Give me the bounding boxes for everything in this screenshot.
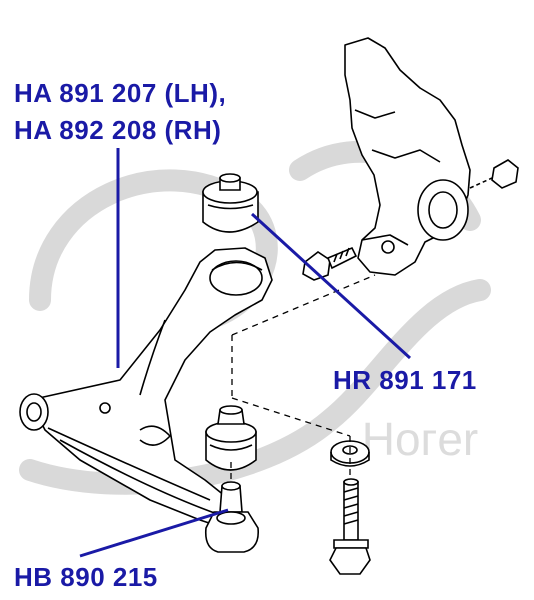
knuckle-bolt xyxy=(302,246,358,281)
label-ball-joint: HB 890 215 xyxy=(14,562,158,592)
lower-bolt xyxy=(329,478,371,575)
ball-joint-part xyxy=(204,481,260,553)
lower-control-arm xyxy=(29,247,273,531)
label-rear-bushing: HR 891 171 xyxy=(333,365,477,395)
front-bushing xyxy=(19,393,49,431)
steering-knuckle xyxy=(344,37,471,276)
leader-lines xyxy=(79,148,412,558)
rear-bushing-part xyxy=(202,173,259,233)
label-control-arm-rh: HA 892 208 (RH) xyxy=(14,115,222,145)
knuckle-nut xyxy=(469,159,519,189)
label-control-arm-lh: HA 891 207 (LH), xyxy=(14,78,227,108)
ball-joint-boot xyxy=(205,405,257,471)
leader-ball-joint xyxy=(79,508,229,558)
watermark-text: Hoгer xyxy=(362,413,478,465)
assembly-lines xyxy=(230,274,376,482)
leader-rear-bushing xyxy=(250,212,412,360)
